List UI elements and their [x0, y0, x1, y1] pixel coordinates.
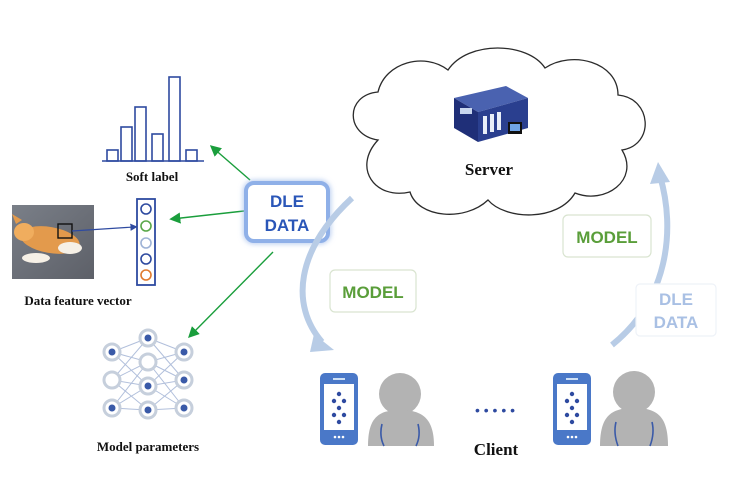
model-left-label: MODEL — [342, 283, 403, 302]
server-icon — [454, 86, 528, 142]
data-right-label: DATA — [654, 313, 699, 332]
dle-data-box: DLE DATA — [244, 181, 330, 243]
phone-icon-right — [553, 373, 591, 445]
neural-network-icon — [102, 328, 194, 420]
client-label: Client — [474, 440, 519, 459]
dle-label: DLE — [270, 192, 304, 211]
soft-label-caption: Soft label — [126, 169, 179, 184]
dle-arrows — [169, 145, 274, 338]
person-icon-right — [600, 371, 668, 447]
dle-data-box-right: DLE DATA — [635, 283, 717, 337]
upload-arrow — [610, 162, 671, 348]
phone-icon — [320, 373, 358, 445]
histogram-icon — [102, 76, 204, 162]
feature-vector-icon — [136, 198, 156, 286]
server-label: Server — [465, 160, 514, 179]
dle-right-label: DLE — [659, 290, 693, 309]
model-right-label: MODEL — [576, 228, 637, 247]
data-feature-vector-caption: Data feature vector — [24, 293, 132, 308]
model-box-right: MODEL — [562, 214, 652, 258]
feature-extract-arrow — [71, 223, 138, 232]
cat-photo — [12, 205, 94, 279]
download-arrow — [299, 195, 355, 352]
client-ellipsis: • • • • • — [475, 402, 515, 418]
data-label: DATA — [265, 216, 310, 235]
model-box-left: MODEL — [329, 269, 417, 313]
model-parameters-caption: Model parameters — [97, 439, 199, 454]
person-icon — [368, 373, 434, 447]
